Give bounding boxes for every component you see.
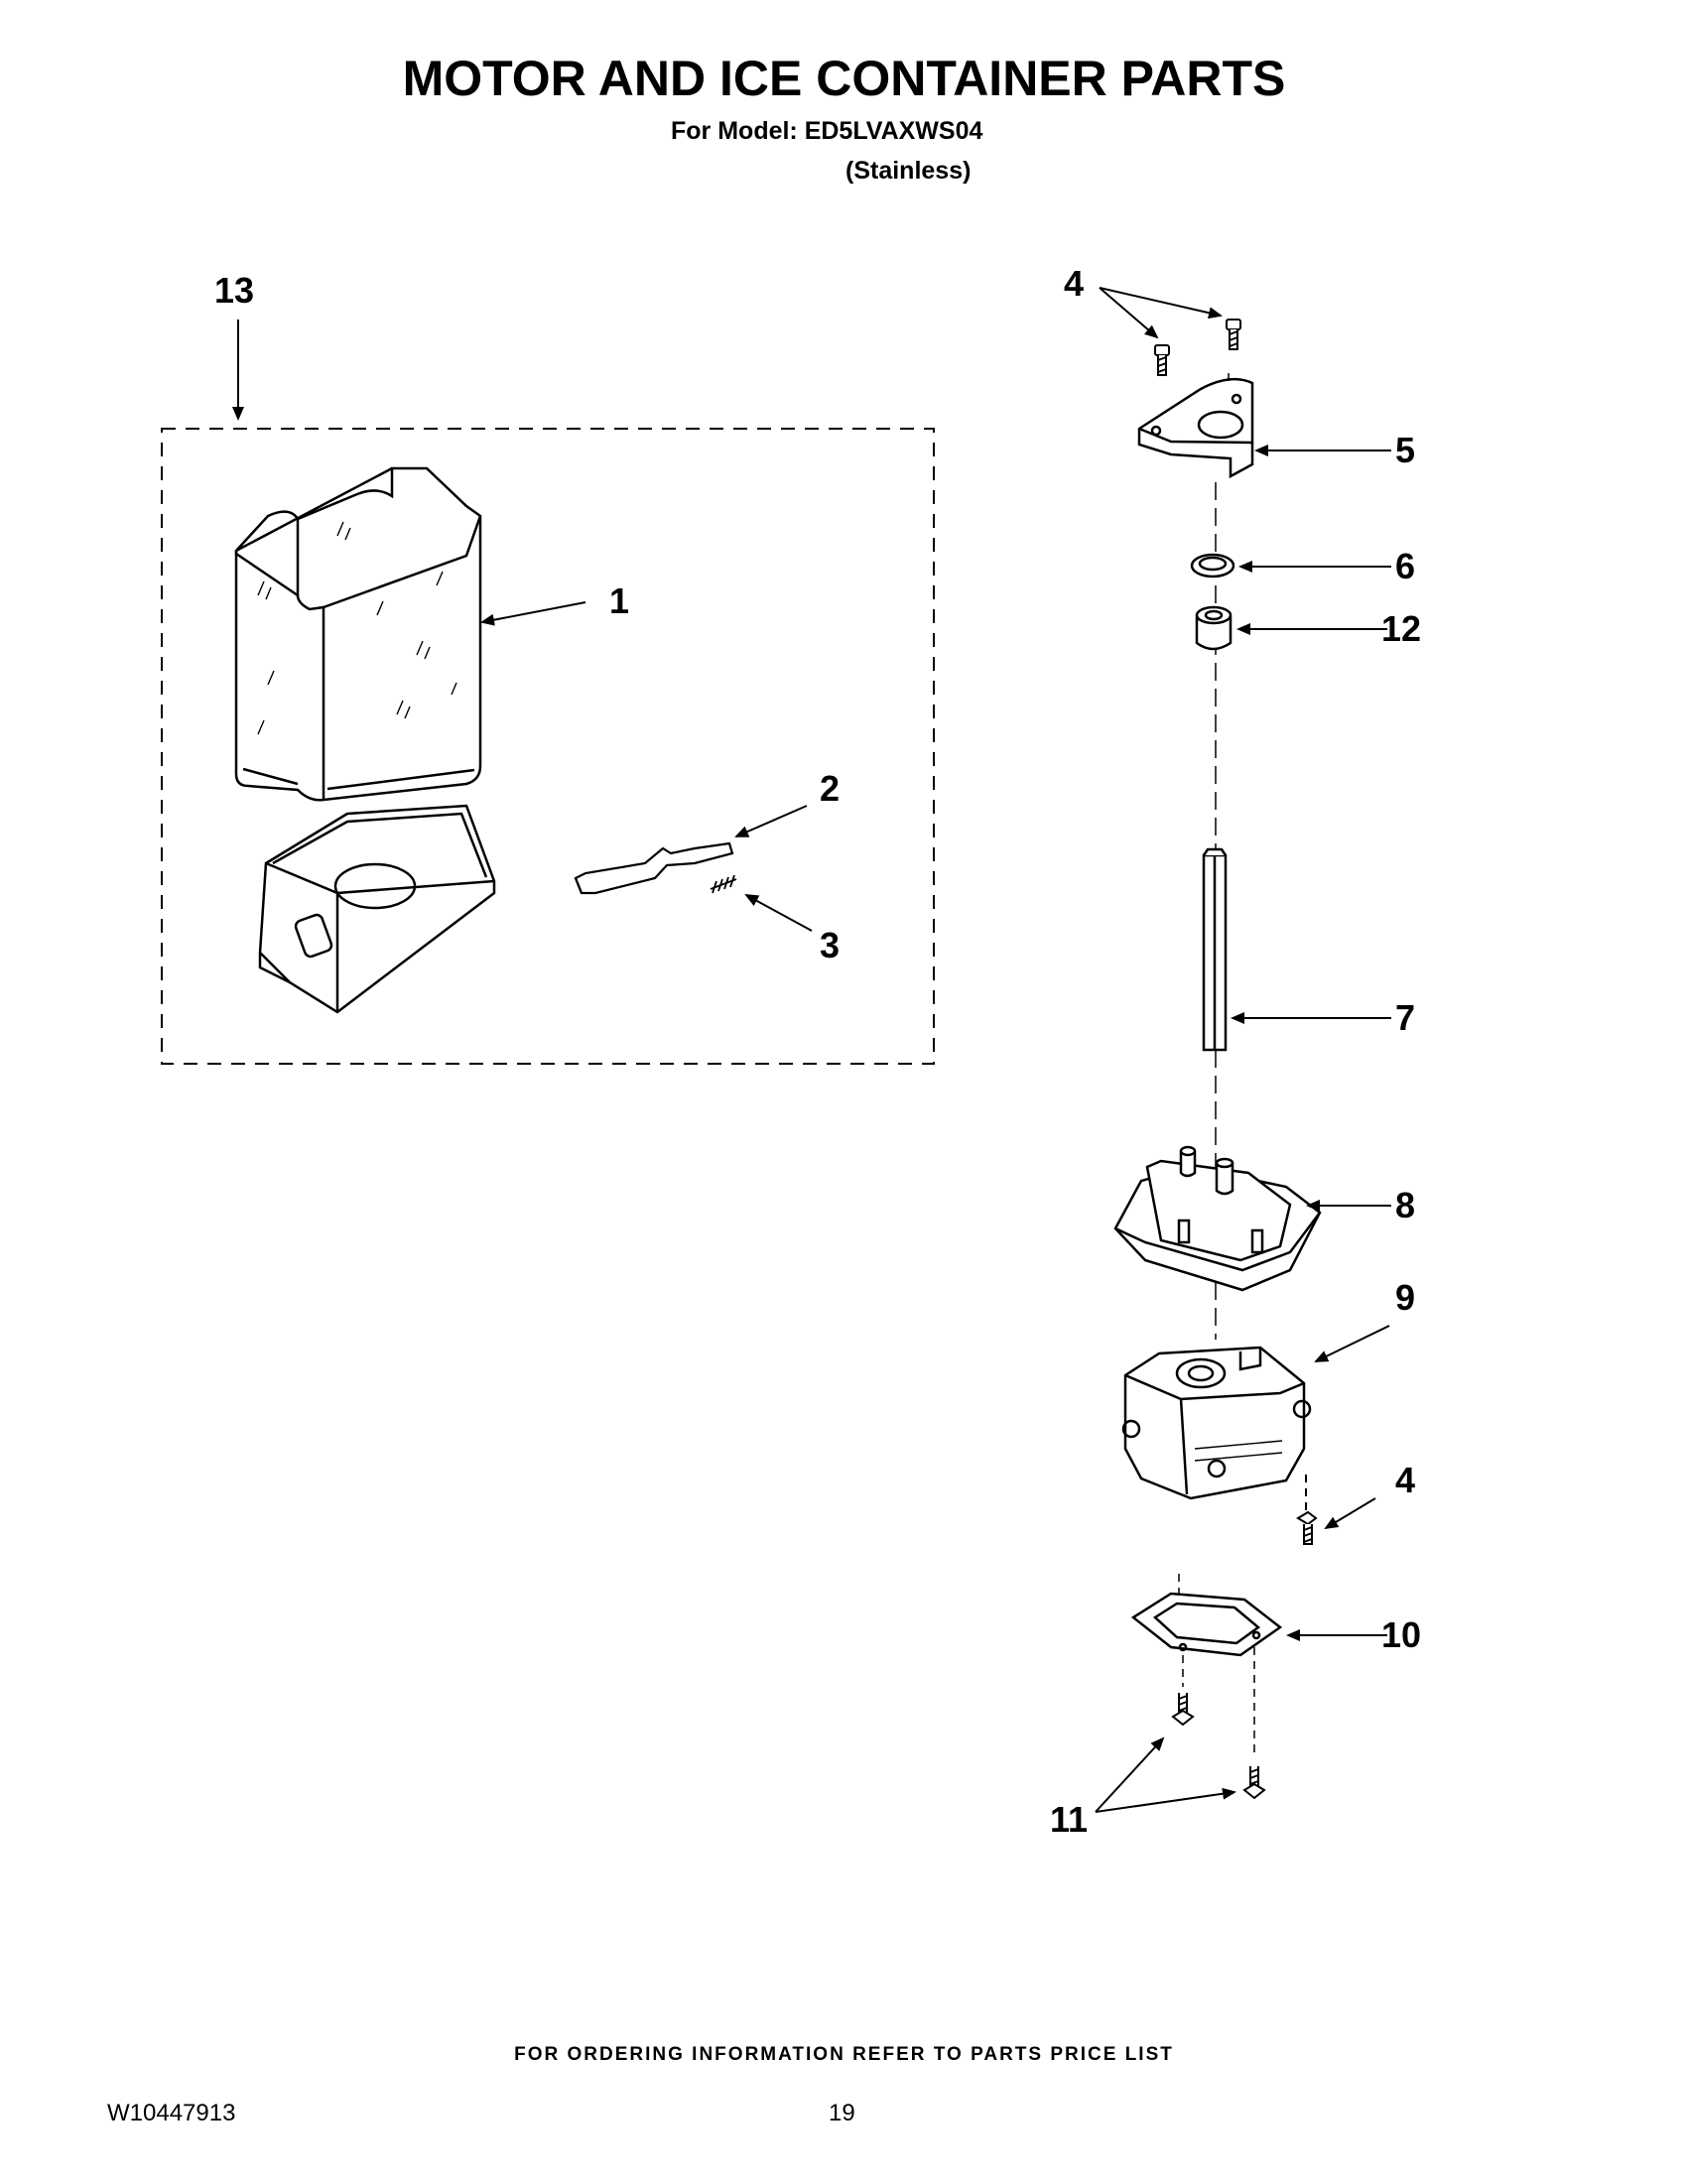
screw-part	[1296, 1475, 1318, 1545]
callout-10: 10	[1381, 1614, 1421, 1655]
callout-8: 8	[1395, 1185, 1415, 1225]
callout-12: 12	[1381, 608, 1421, 649]
washer-part	[1190, 553, 1235, 578]
leader-11-right	[1095, 1787, 1236, 1813]
kit-boundary-box	[161, 428, 935, 1065]
screw-part	[1171, 1693, 1195, 1727]
screw-part	[1226, 319, 1241, 350]
callout-7: 7	[1395, 997, 1415, 1038]
callout-11: 11	[1050, 1799, 1088, 1840]
ice-container-base-part	[258, 804, 496, 1014]
leader-1	[480, 601, 586, 626]
leader-4-bottom	[1324, 1497, 1376, 1530]
document-number: W10447913	[107, 2100, 236, 2126]
page-number: 19	[829, 2100, 855, 2126]
callout-6: 6	[1395, 546, 1415, 586]
screw-part	[1242, 1766, 1266, 1800]
callout-3: 3	[820, 925, 840, 965]
gasket-part	[1130, 1592, 1283, 1657]
bushing-part	[1195, 605, 1233, 651]
leader-11-left	[1095, 1736, 1165, 1813]
callout-2: 2	[820, 768, 840, 809]
leader-4-right	[1099, 287, 1223, 320]
callout-9: 9	[1395, 1277, 1415, 1318]
shaft-part	[1202, 847, 1228, 1052]
leader-4-left	[1099, 287, 1159, 339]
leader-2	[734, 805, 808, 837]
ordering-note: FOR ORDERING INFORMATION REFER TO PARTS …	[514, 2044, 1174, 2065]
page-title: MOTOR AND ICE CONTAINER PARTS	[402, 51, 1286, 106]
variant-line: (Stainless)	[845, 157, 972, 185]
motor-bracket-part	[1137, 377, 1254, 479]
motor-cover-part	[1113, 1145, 1322, 1292]
screw-part	[1154, 344, 1170, 376]
callout-4-bottom: 4	[1395, 1460, 1415, 1500]
callout-4-top: 4	[1064, 263, 1084, 304]
lever-part	[574, 841, 734, 895]
spring-part	[710, 874, 737, 894]
motor-part	[1121, 1346, 1312, 1500]
leader-9	[1314, 1325, 1390, 1362]
model-line: For Model: ED5LVAXWS04	[671, 117, 983, 145]
ice-container-part	[234, 466, 482, 802]
leader-3	[744, 894, 813, 932]
callout-13: 13	[214, 270, 254, 311]
callout-5: 5	[1395, 430, 1415, 470]
callout-1: 1	[609, 580, 629, 621]
